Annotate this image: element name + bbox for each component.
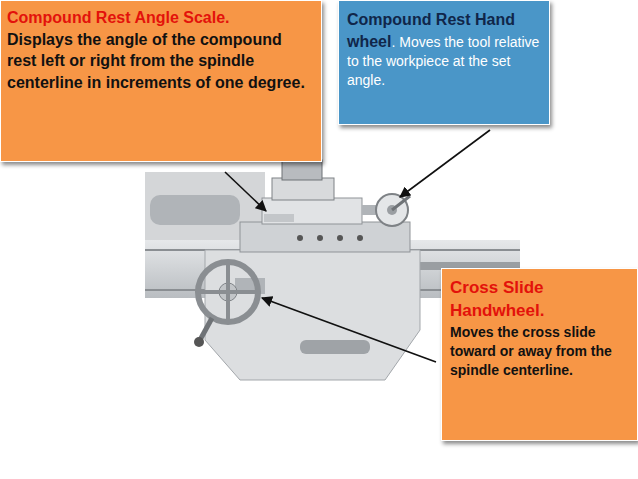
apron	[205, 250, 420, 380]
spindle	[150, 195, 240, 225]
apron-lever	[300, 340, 370, 354]
cross-slide-handwheel	[198, 262, 258, 322]
leader-line	[400, 130, 490, 197]
callout-body: Displays the angle of the compound rest …	[7, 29, 315, 94]
callout-box: Compound Rest Angle Scale.Displays the a…	[0, 0, 322, 162]
callout-body: Moves the cross slide toward or away fro…	[450, 323, 629, 380]
angle-scale	[264, 214, 294, 222]
callout-box: Compound Rest Hand wheel. Moves the tool…	[338, 0, 550, 125]
leader-line	[225, 172, 266, 211]
leader-line	[262, 298, 436, 362]
tool-post	[272, 178, 334, 200]
compound-rest	[262, 198, 362, 224]
callout-heading: Compound Rest Angle Scale.	[7, 7, 315, 29]
callout-heading: Cross Slide Handwheel.	[450, 277, 629, 323]
cross-slide	[240, 222, 410, 252]
callout-box: Cross Slide Handwheel.Moves the cross sl…	[441, 268, 638, 441]
